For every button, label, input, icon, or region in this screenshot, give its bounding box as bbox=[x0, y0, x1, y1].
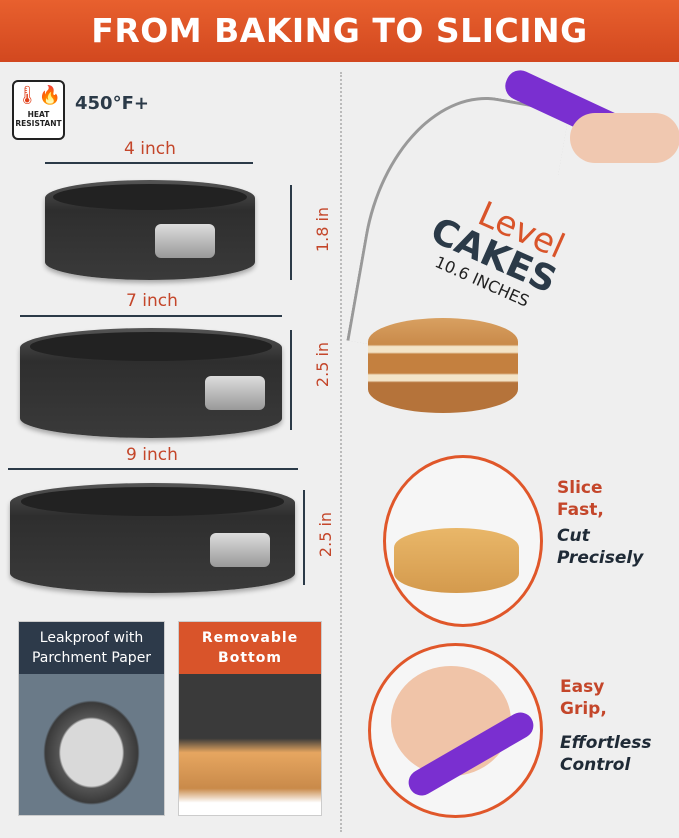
cake-slicer-photo bbox=[346, 65, 679, 372]
divider bbox=[340, 72, 342, 832]
header-banner: FROM BAKING TO SLICING bbox=[0, 0, 679, 62]
slicing-photo-circle bbox=[383, 455, 543, 627]
grip-photo-circle bbox=[368, 643, 543, 818]
benefit-slice-fast: Slice Fast, Cut Precisely bbox=[557, 477, 643, 569]
width-arrow bbox=[20, 315, 282, 317]
width-arrow bbox=[45, 162, 253, 164]
pan-with-parchment-photo bbox=[19, 674, 164, 815]
benefit-line: Control bbox=[560, 755, 631, 775]
width-arrow bbox=[8, 468, 298, 470]
layered-cake-photo bbox=[368, 318, 518, 413]
pan-height-label: 1.8 in bbox=[313, 206, 333, 253]
benefit-line: Easy bbox=[560, 677, 605, 697]
cake-removed-photo bbox=[179, 674, 321, 815]
height-arrow bbox=[290, 330, 292, 430]
pan-width-label: 9 inch bbox=[126, 445, 178, 465]
temperature: 450°F+ bbox=[75, 93, 149, 114]
benefit-line: Cut bbox=[557, 526, 590, 546]
benefit-line: Effortless bbox=[560, 733, 652, 753]
height-arrow bbox=[303, 490, 305, 585]
benefit-line: Grip, bbox=[560, 699, 607, 719]
heat-badge-label: HEAT RESISTANT bbox=[15, 110, 62, 128]
heat-resistant-badge: 🌡🔥 HEAT RESISTANT bbox=[12, 80, 65, 140]
height-arrow bbox=[290, 185, 292, 280]
pan-width-label: 4 inch bbox=[124, 139, 176, 159]
pan-height-label: 2.5 in bbox=[313, 341, 333, 388]
pan-height-label: 2.5 in bbox=[316, 511, 336, 558]
feature-label: Leakproof with Parchment Paper bbox=[19, 622, 164, 674]
feature-leakproof: Leakproof with Parchment Paper bbox=[18, 621, 165, 816]
pan-width-label: 7 inch bbox=[126, 291, 178, 311]
springform-pan-medium bbox=[20, 328, 282, 438]
feature-removable-bottom: Removable Bottom bbox=[178, 621, 322, 816]
benefit-easy-grip: Easy Grip, Effortless Control bbox=[560, 676, 652, 776]
thermometer-flame-icon: 🌡🔥 bbox=[15, 85, 62, 106]
benefit-line: Fast, bbox=[557, 500, 604, 520]
benefit-line: Precisely bbox=[557, 548, 644, 568]
springform-pan-small bbox=[45, 180, 255, 280]
springform-pan-large bbox=[10, 483, 295, 593]
benefit-line: Slice bbox=[557, 478, 603, 498]
feature-label: Removable Bottom bbox=[179, 622, 321, 674]
